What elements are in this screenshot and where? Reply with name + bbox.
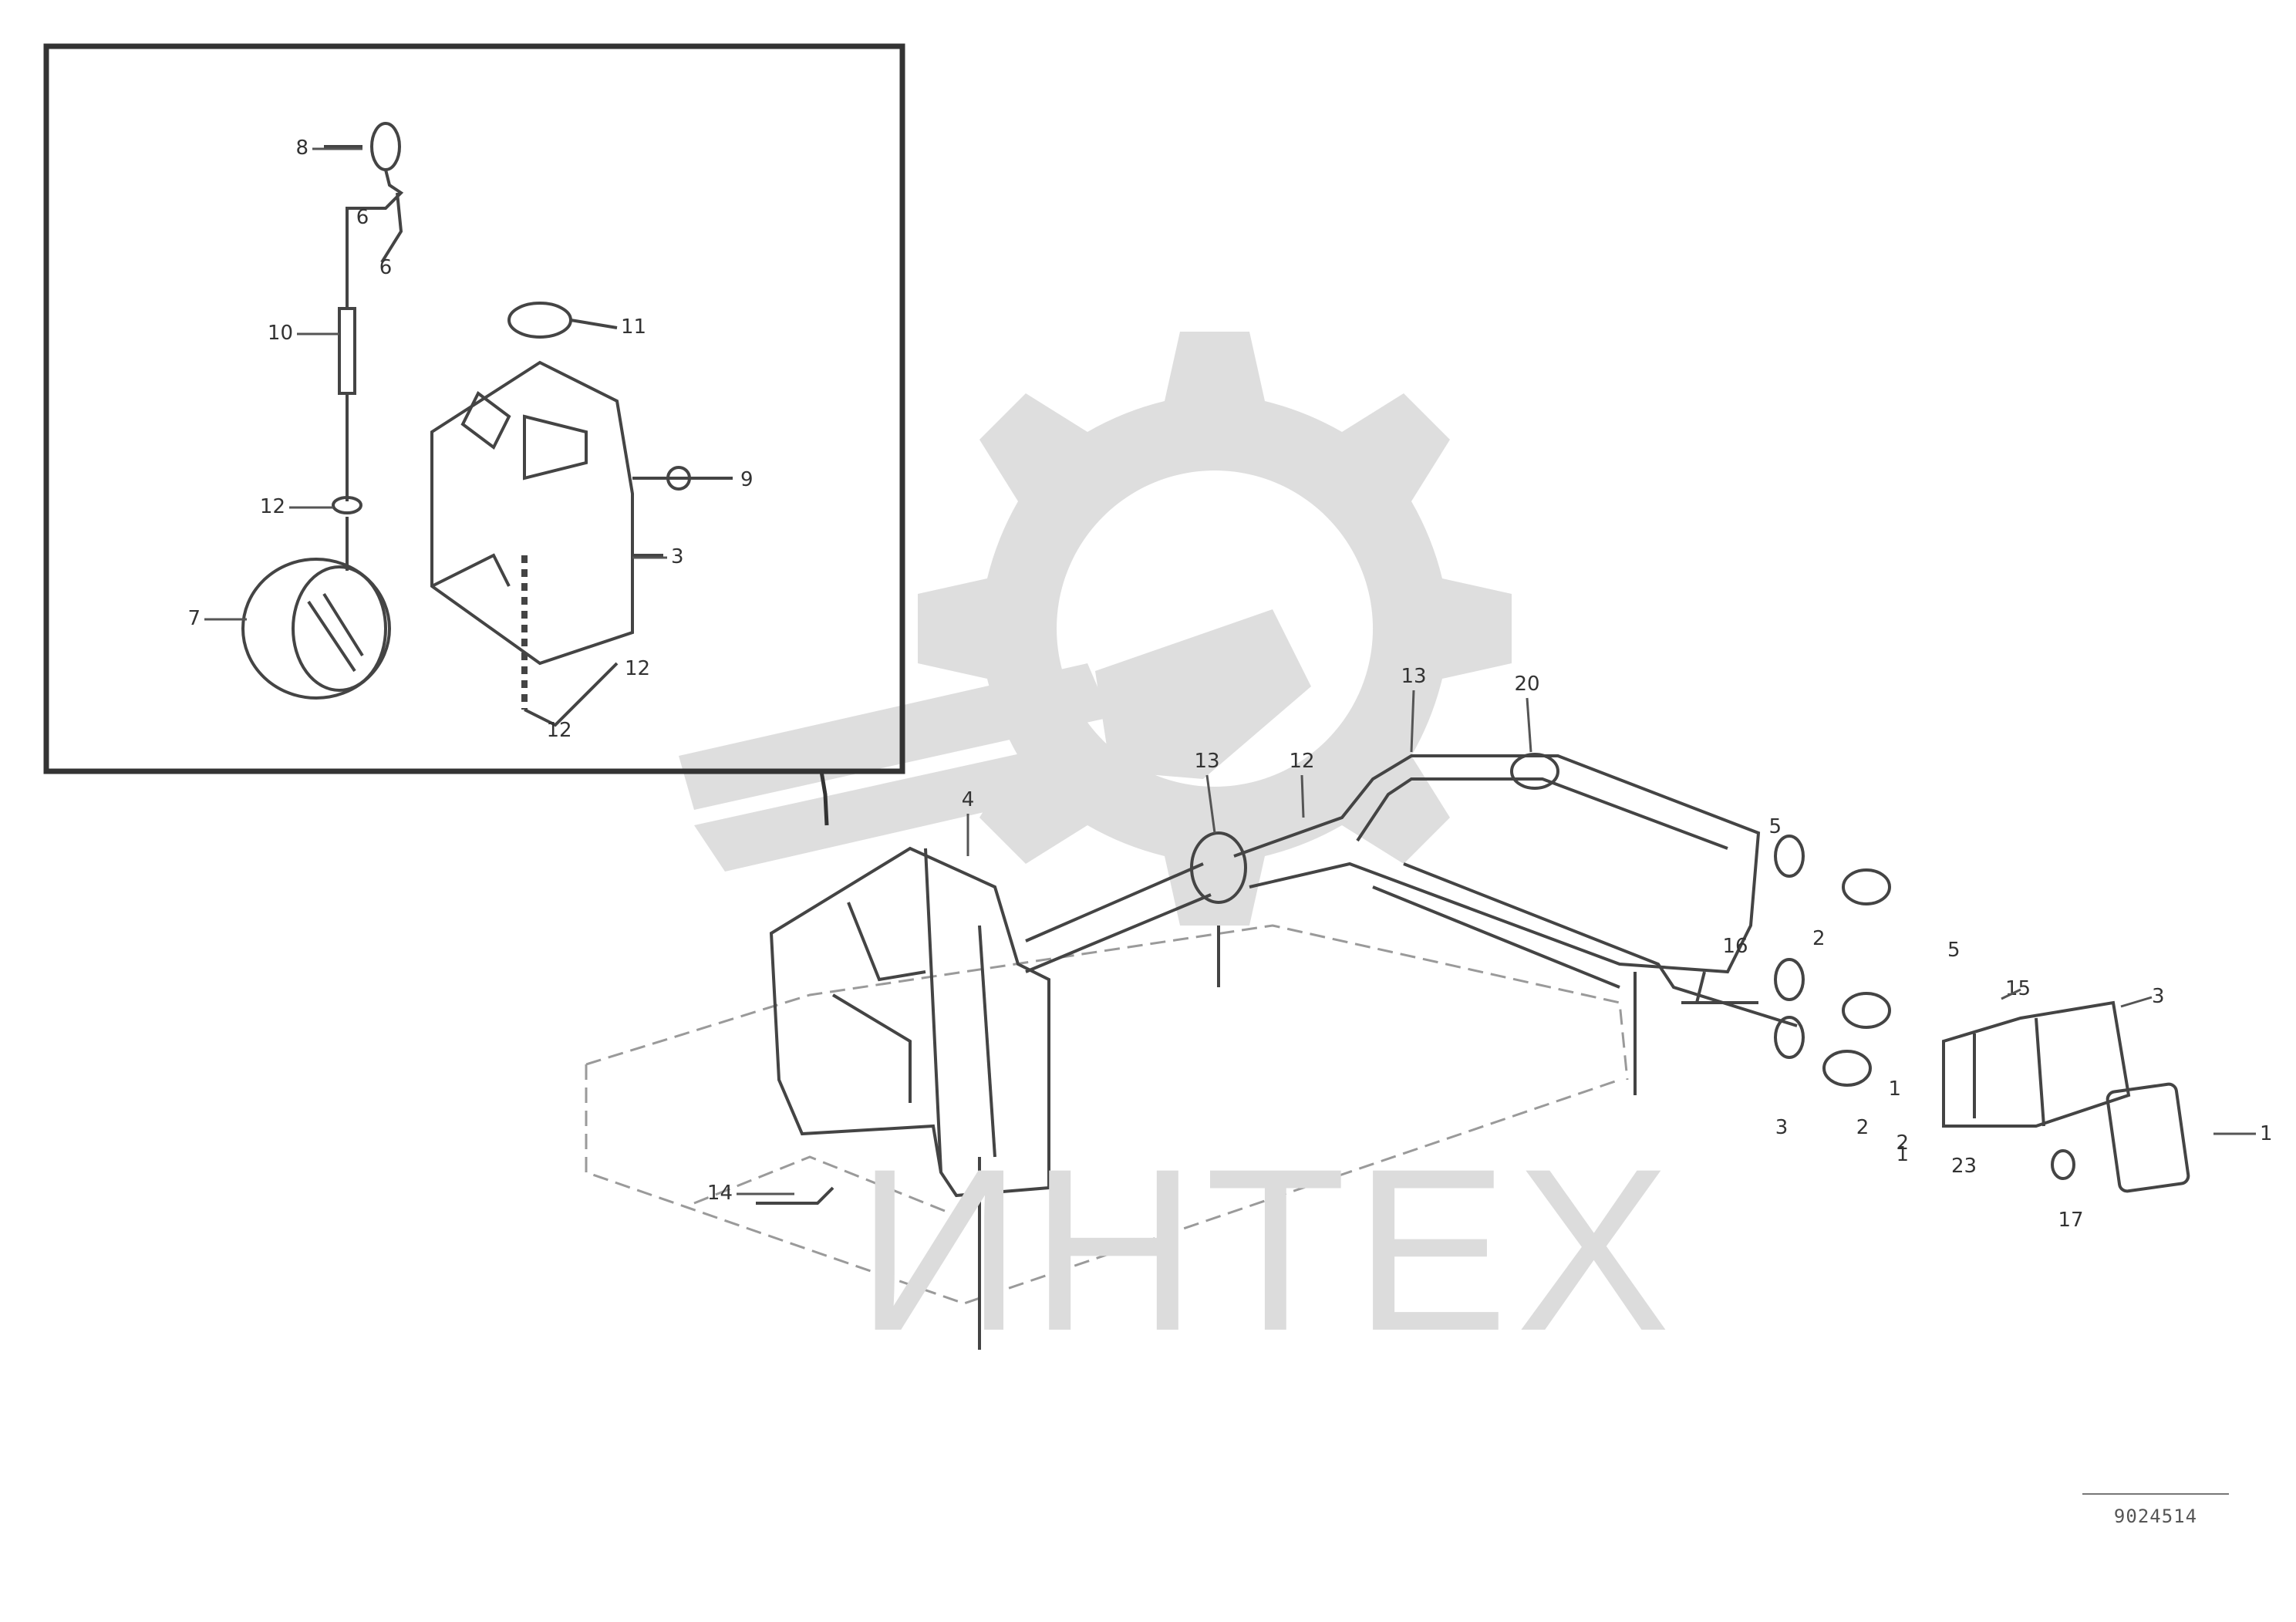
inset-pointer [819,771,829,826]
callout-label: 16 [1722,935,1748,958]
callout-label: 2 [1812,927,1826,950]
callout-label: 2 [1856,1116,1870,1139]
callout-label: 1 [2260,1122,2273,1145]
callout-label: 23 [1951,1155,1977,1178]
callout-label: 10 [268,322,293,345]
callout-label: 12 [260,495,285,518]
callout-label: 14 [707,1182,733,1205]
watermark-text: ИНТЕХ [856,1120,1678,1379]
callout-label: 5 [1947,939,1961,962]
detail-inset-frame [43,43,905,774]
callout-label: 2 [1896,1131,1909,1155]
callout-label: 3 [2152,985,2165,1008]
callout-label: 12 [546,719,571,742]
callout-label: 3 [1775,1116,1789,1139]
callout-label: 6 [356,206,369,229]
main-callouts: 4 13 12 13 14 20 5 5 3 15 2 3 2 1 2 1 1 … [707,665,2273,1232]
callout-label: 12 [1289,750,1314,773]
callout-label: 9 [740,468,754,491]
callout-label: 20 [1514,673,1539,696]
watermark-gear-logo [679,332,1512,926]
callout-label: 13 [1401,665,1426,688]
callout-label: 1 [1896,1143,1909,1166]
callout-label: 17 [2058,1209,2083,1232]
callout-label: 7 [187,607,201,630]
callout-label: 11 [621,315,646,339]
main-leader-lines [737,690,2256,1195]
document-reference-line [2082,1489,2229,1495]
inset-leader-lines [204,147,667,621]
callout-label: 13 [1194,750,1219,773]
callout-label: 8 [295,137,308,160]
document-reference-number: 9024514 [2113,1506,2198,1527]
chassis-outline [585,924,1629,1305]
inset-drawing [241,122,733,727]
callout-label: 15 [2005,977,2031,1000]
callout-label: 4 [962,788,975,811]
callout-label: 12 [625,657,650,680]
main-drawing [756,753,2190,1350]
callout-label: 6 [379,256,393,279]
callout-label: 3 [671,545,684,568]
callout-label: 5 [1768,815,1782,838]
document-reference: 9024514 [2082,1489,2229,1527]
callout-label: 1 [1888,1077,1901,1101]
inset-callouts: 8 6 6 10 11 9 12 7 3 12 12 [187,137,753,742]
